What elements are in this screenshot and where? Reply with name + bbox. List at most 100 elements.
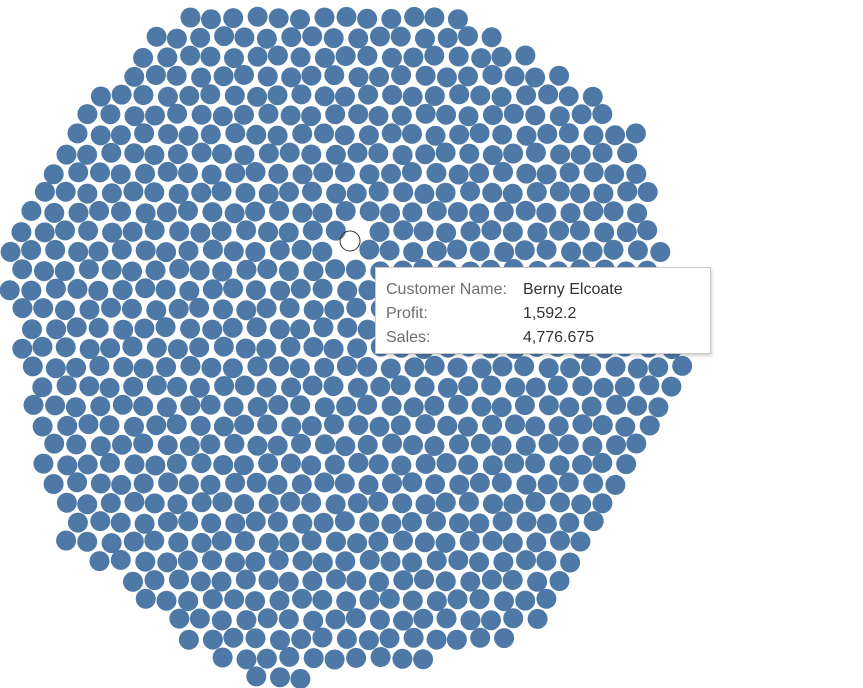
customer-bubble[interactable] (213, 416, 234, 437)
customer-bubble[interactable] (413, 608, 434, 629)
customer-bubble[interactable] (447, 9, 468, 30)
customer-bubble[interactable] (403, 627, 424, 648)
customer-bubble[interactable] (167, 494, 188, 515)
customer-bubble[interactable] (234, 375, 255, 396)
customer-bubble[interactable] (257, 259, 278, 280)
customer-bubble[interactable] (292, 588, 312, 609)
customer-bubble[interactable] (515, 45, 536, 66)
customer-bubble[interactable] (357, 8, 378, 29)
customer-bubble[interactable] (347, 377, 368, 398)
customer-bubble[interactable] (404, 357, 425, 378)
customer-bubble[interactable] (435, 571, 456, 592)
customer-bubble[interactable] (402, 123, 422, 144)
customer-bubble[interactable] (200, 394, 221, 415)
customer-bubble[interactable] (323, 376, 344, 397)
customer-bubble[interactable] (449, 124, 470, 145)
customer-bubble[interactable] (469, 472, 490, 493)
customer-bubble[interactable] (357, 434, 378, 455)
customer-bubble[interactable] (491, 46, 512, 67)
customer-bubble[interactable] (469, 163, 490, 184)
customer-bubble[interactable] (202, 629, 223, 650)
customer-bubble[interactable] (348, 415, 369, 436)
customer-bubble[interactable] (549, 571, 570, 591)
customer-bubble[interactable] (21, 200, 42, 221)
customer-bubble[interactable] (169, 608, 190, 629)
customer-bubble[interactable] (357, 45, 378, 66)
customer-bubble[interactable] (550, 530, 570, 551)
customer-bubble[interactable] (189, 337, 210, 358)
customer-bubble[interactable] (583, 125, 604, 146)
customer-bubble[interactable] (583, 201, 604, 222)
customer-bubble[interactable] (224, 48, 244, 69)
customer-bubble[interactable] (335, 436, 356, 457)
customer-bubble[interactable] (537, 474, 558, 495)
customer-bubble[interactable] (190, 571, 211, 592)
customer-bubble[interactable] (66, 317, 87, 338)
customer-bubble[interactable] (370, 376, 391, 397)
customer-bubble[interactable] (145, 455, 166, 476)
customer-bubble[interactable] (223, 627, 244, 648)
customer-bubble[interactable] (224, 85, 245, 106)
customer-bubble[interactable] (358, 474, 379, 495)
customer-bubble[interactable] (549, 455, 570, 476)
customer-bubble[interactable] (281, 416, 302, 437)
customer-bubble[interactable] (279, 181, 299, 202)
customer-bubble[interactable] (258, 453, 279, 474)
customer-bubble[interactable] (426, 200, 447, 221)
customer-bubble[interactable] (168, 298, 189, 319)
customer-bubble[interactable] (482, 455, 503, 476)
customer-bubble[interactable] (34, 222, 55, 243)
customer-bubble[interactable] (526, 532, 547, 553)
customer-bubble[interactable] (133, 47, 154, 68)
customer-bubble[interactable] (426, 591, 447, 612)
customer-bubble[interactable] (313, 512, 334, 533)
customer-bubble[interactable] (460, 571, 481, 592)
customer-bubble[interactable] (581, 356, 602, 377)
customer-bubble[interactable] (279, 142, 300, 163)
customer-bubble[interactable] (313, 317, 334, 338)
customer-bubble[interactable] (211, 571, 232, 592)
customer-bubble[interactable] (401, 512, 422, 532)
customer-bubble[interactable] (290, 395, 311, 416)
customer-bubble[interactable] (156, 242, 177, 263)
customer-bubble[interactable] (135, 163, 155, 184)
customer-bubble[interactable] (110, 549, 131, 570)
customer-bubble[interactable] (548, 416, 569, 437)
customer-bubble[interactable] (593, 377, 614, 398)
customer-bubble[interactable] (537, 123, 558, 144)
customer-bubble[interactable] (269, 200, 290, 221)
customer-bubble[interactable] (368, 454, 389, 475)
customer-bubble[interactable] (33, 298, 54, 319)
customer-bubble[interactable] (481, 610, 501, 631)
customer-bubble[interactable] (268, 395, 289, 415)
customer-bubble[interactable] (258, 493, 279, 514)
customer-bubble[interactable] (502, 221, 523, 242)
customer-bubble[interactable] (122, 261, 142, 282)
customer-bubble[interactable] (347, 493, 368, 514)
customer-bubble[interactable] (525, 67, 546, 88)
customer-bubble[interactable] (415, 453, 436, 474)
customer-bubble[interactable] (77, 531, 98, 552)
customer-bubble[interactable] (133, 473, 154, 494)
customer-bubble[interactable] (482, 530, 503, 551)
customer-bubble[interactable] (369, 416, 390, 437)
customer-bubble[interactable] (301, 455, 322, 476)
customer-bubble[interactable] (200, 46, 221, 67)
customer-bubble[interactable] (99, 415, 120, 436)
customer-bubble[interactable] (560, 203, 581, 223)
customer-bubble[interactable] (68, 162, 89, 183)
customer-bubble[interactable] (158, 472, 179, 493)
customer-bubble[interactable] (144, 220, 165, 241)
customer-bubble[interactable] (43, 164, 64, 185)
customer-bubble[interactable] (167, 103, 188, 124)
customer-bubble[interactable] (314, 397, 335, 418)
customer-bubble[interactable] (516, 474, 537, 495)
customer-bubble[interactable] (44, 433, 65, 454)
customer-bubble[interactable] (257, 66, 278, 87)
customer-bubble[interactable] (225, 163, 246, 183)
customer-bubble[interactable] (347, 338, 368, 359)
customer-bubble[interactable] (514, 395, 535, 416)
customer-bubble[interactable] (324, 649, 345, 670)
customer-bubble[interactable] (436, 608, 457, 629)
customer-bubble[interactable] (178, 163, 198, 184)
